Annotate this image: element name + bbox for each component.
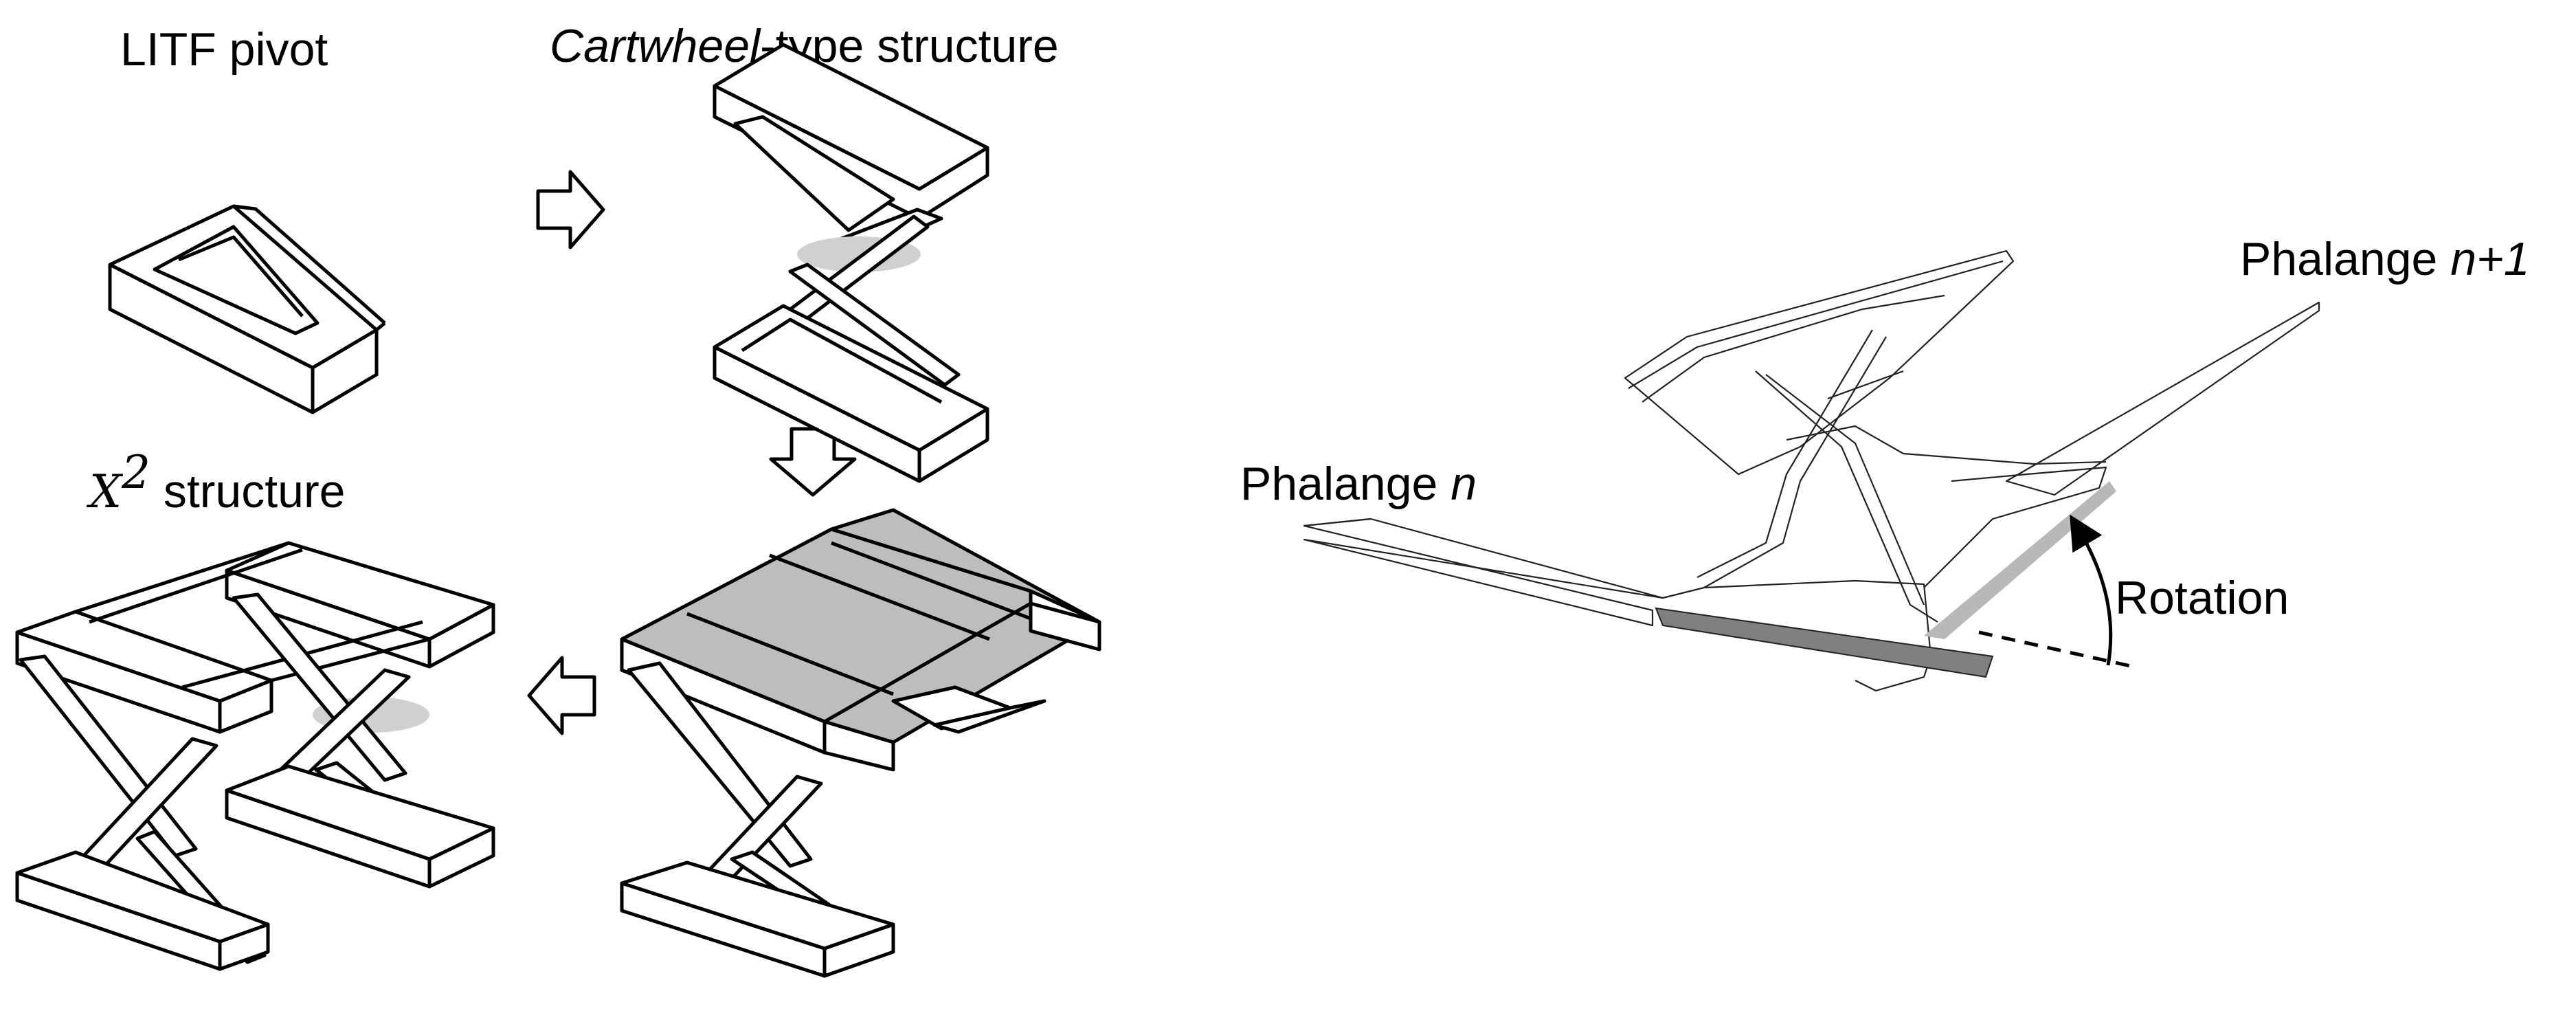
phalange-joint-drawing bbox=[1303, 249, 2320, 692]
litf-pivot-label: LITF pivot bbox=[120, 23, 328, 76]
litf-pivot-drawing bbox=[108, 204, 386, 414]
x2-rest-text: structure bbox=[150, 465, 345, 518]
left-arrow-icon bbox=[527, 656, 596, 735]
phalange-n1-var: n+1 bbox=[2450, 233, 2529, 285]
phalange-n-prefix: Phalange bbox=[1240, 458, 1451, 510]
shaded-structure-drawing bbox=[620, 508, 1101, 978]
cartwheel-drawing bbox=[713, 43, 989, 483]
phalange-n-var: n bbox=[1451, 458, 1477, 510]
x2-exponent: 2 bbox=[121, 446, 150, 499]
joint-surface-n bbox=[1655, 607, 1994, 678]
curved-rotation-arrow-icon bbox=[2070, 514, 2113, 666]
right-arrow-icon bbox=[536, 170, 605, 249]
x2-symbol: X bbox=[86, 465, 124, 518]
cartwheel-italic-text: Cartwheel bbox=[550, 20, 761, 72]
phalange-n1-plate bbox=[2005, 301, 2320, 496]
x2-structure-label: X2 structure bbox=[86, 446, 345, 518]
phalange-n-label: Phalange n bbox=[1240, 458, 1477, 510]
x2-structure-drawing bbox=[15, 541, 495, 971]
phalange-n1-label: Phalange n+1 bbox=[2240, 233, 2530, 285]
phalange-n-plate bbox=[1303, 518, 1664, 627]
joint-surface-n1 bbox=[1924, 481, 2116, 639]
rotation-label: Rotation bbox=[2115, 572, 2289, 624]
phalange-n1-prefix: Phalange bbox=[2240, 233, 2450, 285]
rotation-reference-line bbox=[1978, 630, 2134, 669]
